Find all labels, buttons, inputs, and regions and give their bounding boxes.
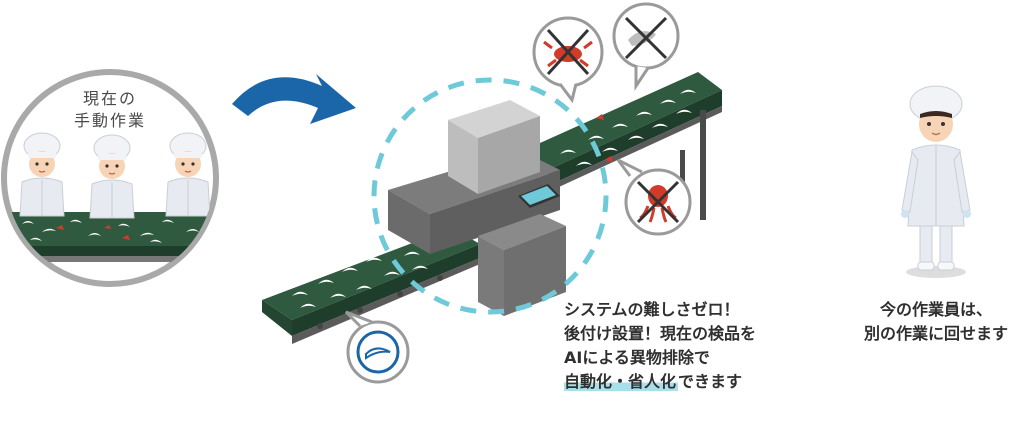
message-line1: システムの難しさゼロ！ — [564, 300, 740, 319]
crab-icon — [532, 16, 604, 104]
worker-message: 今の作業員は、 別の作業に回せます — [850, 298, 1022, 346]
circle-title-line2: 手動作業 — [73, 111, 146, 130]
arrow-icon — [232, 74, 356, 124]
inspection-machine — [388, 100, 566, 316]
main-message: システムの難しさゼロ！ 後付け設置！現在の検品を AIによる異物排除で 自動化・… — [564, 298, 756, 394]
current-manual-work-circle — [1, 69, 219, 287]
message-line4: 自動化・省人化できます — [564, 370, 756, 394]
foreign-object-callouts — [344, 2, 692, 384]
message-highlight: 自動化・省人化 — [564, 372, 679, 391]
circle-title-line1: 現在の — [82, 89, 137, 108]
conveyor-belt — [262, 72, 722, 344]
ai-detection-area — [371, 77, 609, 315]
worker-message-line2: 別の作業に回せます — [863, 324, 1008, 343]
message-line2: 後付け設置！現在の検品を — [564, 324, 757, 343]
shirasu-fish-icon — [344, 310, 410, 384]
octopus-icon — [616, 158, 692, 236]
message-line4-rest: できます — [678, 372, 743, 391]
message-line3: AIによる異物排除で — [564, 348, 710, 367]
worker-message-line1: 今の作業員は、 — [879, 300, 992, 319]
reassigned-worker — [901, 85, 971, 278]
circle-title: 現在の 手動作業 — [60, 88, 160, 132]
shrimp-icon — [612, 2, 680, 91]
